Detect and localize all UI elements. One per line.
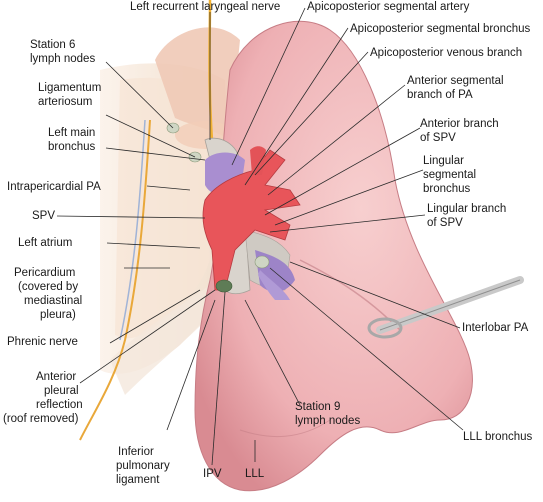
label-anterior-segmental-branch-of-pa-line2: branch of PA [407, 89, 473, 101]
retractor-instrument [367, 276, 524, 339]
label-lll: LLL [245, 468, 265, 480]
labels: Left recurrent laryngeal nerve Apicopost… [3, 1, 533, 486]
label-left-main-bronchus: Left main bronchus [48, 127, 99, 153]
label-left-atrium: Left atrium [18, 237, 72, 249]
label-anterior-branch-of-spv-line1: Anterior branch [420, 118, 499, 130]
label-anterior-pleural-line3: reflection [36, 399, 83, 411]
label-pericardium-line1: Pericardium [14, 267, 75, 279]
label-anterior-segmental-branch-of-pa-line1: Anterior segmental [407, 75, 504, 87]
hilum-structures [166, 122, 301, 300]
label-lll-bronchus: LLL bronchus [463, 431, 533, 443]
label-lingular-branch-of-spv: Lingular branch of SPV [427, 203, 509, 229]
label-pericardium-line2: (covered by [18, 281, 78, 293]
label-apicoposterior-venous-branch: Apicoposterior venous branch [370, 47, 522, 59]
label-ligamentum-line2: arteriosum [38, 96, 92, 108]
label-anterior-pleural-line2: pleural [44, 385, 79, 397]
label-left-recurrent-laryngeal-nerve: Left recurrent laryngeal nerve [130, 1, 280, 13]
label-left-main-bronchus-line1: Left main [48, 127, 95, 139]
label-anterior-branch-of-spv: Anterior branch of SPV [420, 118, 502, 144]
label-apicoposterior-segmental-bronchus: Apicoposterior segmental bronchus [350, 23, 531, 35]
label-lingular-branch-of-spv-line1: Lingular branch [427, 203, 506, 215]
leader-lines [56, 7, 464, 466]
label-ligamentum-line1: Ligamentum [38, 82, 101, 94]
label-lingular-segmental-bronchus: Lingular segmental bronchus [423, 155, 479, 195]
label-spv: SPV [32, 210, 55, 222]
label-ipl-line3: ligament [116, 474, 160, 486]
label-intrapericardial-pa: Intrapericardial PA [7, 181, 101, 193]
label-anterior-pleural-reflection: Anterior pleural reflection (roof remove… [3, 371, 86, 425]
label-station-6-line2: lymph nodes [30, 53, 95, 65]
label-anterior-pleural-line1: Anterior [36, 371, 76, 383]
label-pericardium-line3: mediastinal [24, 295, 82, 307]
label-station-9-line1: Station 9 [295, 401, 340, 413]
label-phrenic-nerve: Phrenic nerve [7, 336, 78, 348]
label-ipl-line2: pulmonary [116, 460, 170, 472]
label-station-6-lymph-nodes: Station 6 lymph nodes [30, 39, 95, 65]
label-ipl-line1: Inferior [118, 446, 154, 458]
label-station-6-line1: Station 6 [30, 39, 75, 51]
label-left-main-bronchus-line2: bronchus [48, 141, 96, 153]
label-station-9-lymph-nodes: Station 9 lymph nodes [295, 401, 360, 427]
label-anterior-pleural-line4: (roof removed) [3, 413, 79, 425]
phrenic-nerve-path [79, 119, 151, 441]
label-interlobar-pa: Interlobar PA [462, 322, 529, 334]
label-lingular-segmental-bronchus-line1: Lingular [423, 155, 464, 167]
label-station-9-line2: lymph nodes [295, 415, 360, 427]
label-ipv: IPV [203, 468, 222, 480]
label-anterior-branch-of-spv-line2: of SPV [420, 132, 456, 144]
label-apicoposterior-segmental-artery: Apicoposterior segmental artery [307, 1, 470, 13]
label-pericardium: Pericardium (covered by mediastinal pleu… [14, 267, 85, 321]
label-pericardium-line4: pleura) [40, 309, 76, 321]
label-ligamentum-arteriosum: Ligamentum arteriosum [38, 82, 105, 108]
label-inferior-pulmonary-ligament: Inferior pulmonary ligament [116, 446, 173, 486]
left-lung [194, 20, 473, 492]
label-lingular-branch-of-spv-line2: of SPV [427, 217, 463, 229]
label-anterior-segmental-branch-of-pa: Anterior segmental branch of PA [407, 75, 507, 101]
label-lingular-segmental-bronchus-line2: segmental [423, 169, 476, 181]
label-lingular-segmental-bronchus-line3: bronchus [423, 183, 471, 195]
